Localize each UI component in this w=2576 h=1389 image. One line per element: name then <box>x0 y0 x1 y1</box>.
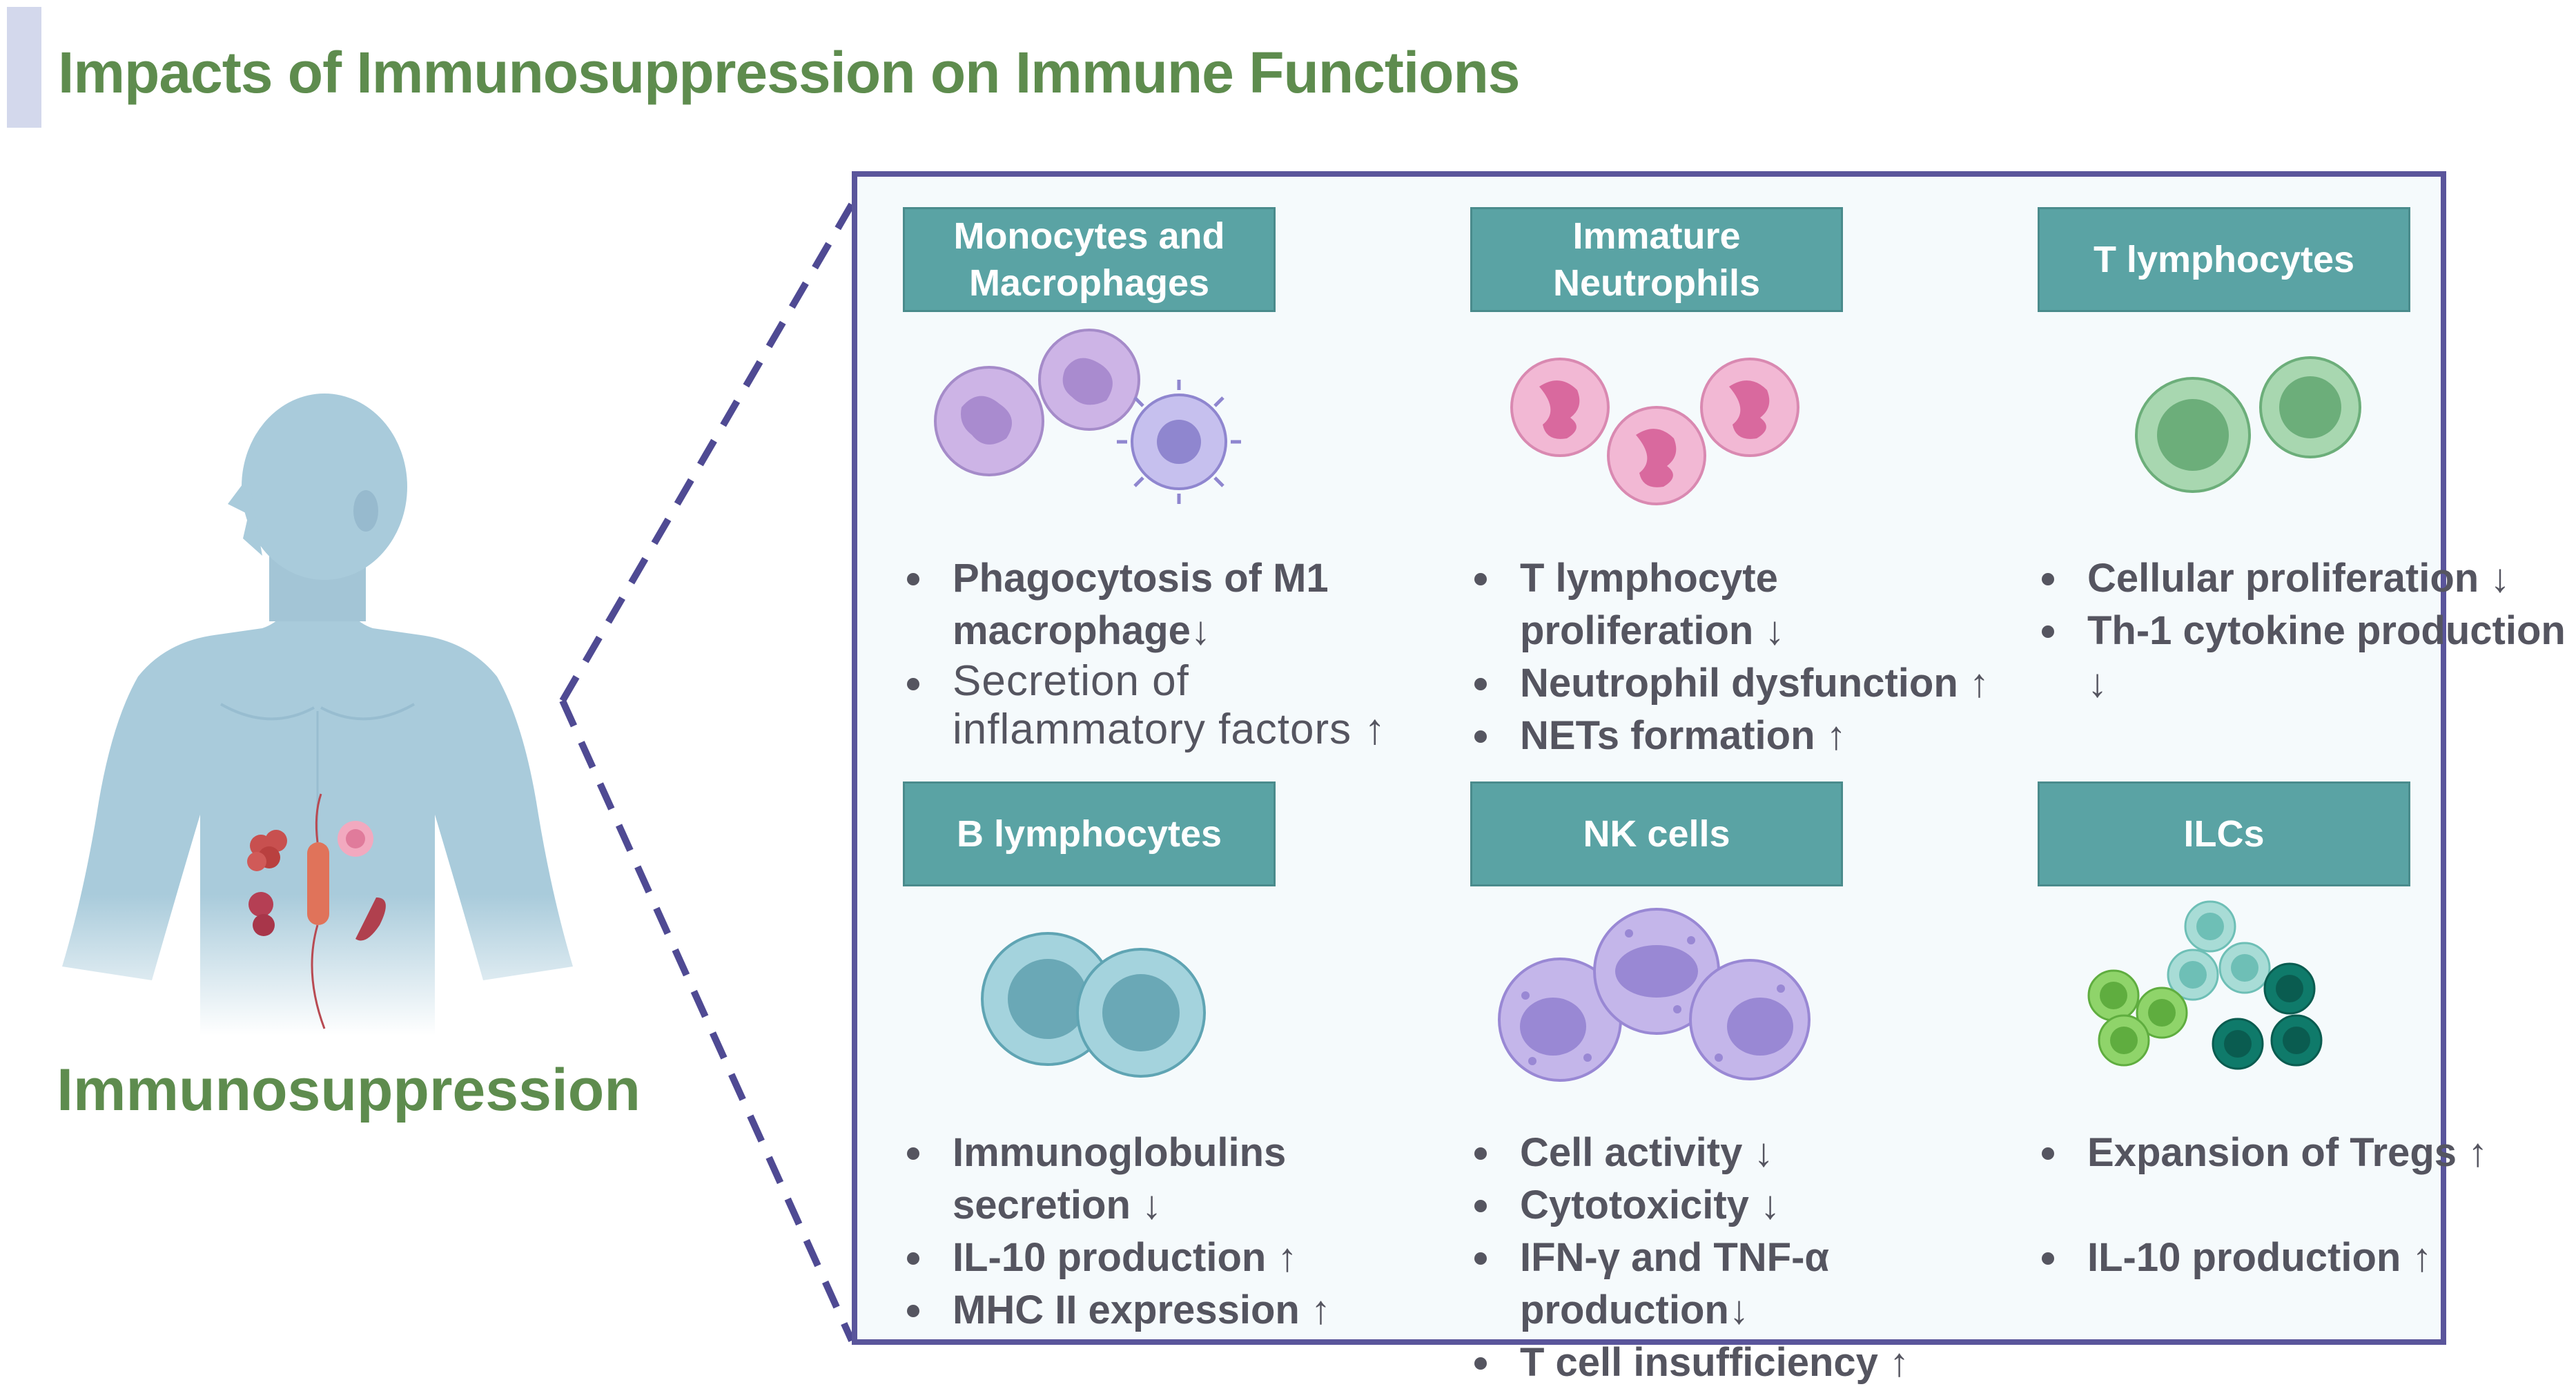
t-lymphocyte-illustration <box>2135 356 2361 493</box>
effect-item: Cytotoxicity ↓ <box>1470 1179 2009 1232</box>
effects-list: Immunoglobulins secretion ↓ IL-10 produc… <box>903 1127 1441 1337</box>
effect-item: Immunoglobulins secretion ↓ <box>903 1127 1441 1232</box>
effect-item: MHC II expression ↑ <box>903 1284 1441 1337</box>
cell-header: T lymphocytes <box>2038 207 2410 312</box>
cell-t-lymphocytes: T lymphocytes Cellular proliferation ↓ T… <box>2038 207 2566 773</box>
title-accent-bar <box>7 7 41 128</box>
header-line: NK cells <box>1583 813 1730 855</box>
cell-header: ILCs <box>2038 781 2410 886</box>
effects-list: Cell activity ↓ Cytotoxicity ↓ IFN-γ and… <box>1470 1127 2009 1389</box>
effect-item: T cell insufficiency ↑ <box>1470 1337 2009 1389</box>
effect-item: Neutrophil dysfunction ↑ <box>1470 657 2009 710</box>
effect-item: Cell activity ↓ <box>1470 1127 2009 1179</box>
header-line: Neutrophils <box>1552 262 1760 304</box>
effects-list: Expansion of Tregs ↑ IL-10 production ↑ <box>2038 1127 2576 1284</box>
effect-item: IFN-γ and TNF-α production↓ <box>1470 1232 2009 1337</box>
effects-list: Phagocytosis of M1 macrophage↓ Secretion… <box>903 552 1441 754</box>
header-line: T lymphocytes <box>2093 239 2355 280</box>
header-line: Macrophages <box>968 262 1210 304</box>
effect-item: NETs formation ↑ <box>1470 710 2009 762</box>
cell-header: NK cells <box>1470 781 1843 886</box>
effects-list: T lymphocyte proliferation ↓ Neutrophil … <box>1470 552 2009 762</box>
macrophage-illustration <box>934 329 1241 504</box>
nk-cell-illustration <box>1498 908 1811 1082</box>
effect-item: Expansion of Tregs ↑ <box>2038 1127 2576 1179</box>
effect-item: Phagocytosis of M1 macrophage↓ <box>903 552 1441 657</box>
cell-ilcs: ILCs Expansion of Tregs ↑ IL-10 producti… <box>2038 781 2521 1348</box>
header-line: Monocytes and <box>953 215 1225 257</box>
header-line: Immature <box>1572 215 1741 257</box>
ilc-illustration <box>2087 900 2323 1070</box>
effect-item: IL-10 production ↑ <box>2038 1232 2576 1284</box>
effect-item: T lymphocyte proliferation ↓ <box>1470 552 2009 657</box>
cell-b-lymphocytes: B lymphocytes Immunoglobulins secretion … <box>903 781 1386 1348</box>
immunosuppression-caption: Immunosuppression <box>57 1057 641 1123</box>
b-lymphocyte-illustration <box>981 932 1206 1078</box>
effect-item: IL-10 production ↑ <box>903 1232 1441 1284</box>
zoom-connector-lines <box>559 202 855 1343</box>
effect-item: Th-1 cytokine production ↓ <box>2038 605 2576 710</box>
header-line: ILCs <box>2183 813 2265 855</box>
effect-item: Cellular proliferation ↓ <box>2038 552 2576 605</box>
cell-nk-cells: NK cells Cell activity ↓ Cytotoxicity ↓ … <box>1470 781 1953 1385</box>
effect-item: Secretion of inflammatory factors ↑ <box>903 657 1441 754</box>
neutrophil-illustration <box>1510 358 1799 505</box>
effects-list: Cellular proliferation ↓ Th-1 cytokine p… <box>2038 552 2576 710</box>
page-title: Impacts of Immunosuppression on Immune F… <box>58 40 1521 105</box>
human-torso-illustration <box>41 394 594 1049</box>
header-line: B lymphocytes <box>956 813 1222 855</box>
cell-header: B lymphocytes <box>903 781 1276 886</box>
